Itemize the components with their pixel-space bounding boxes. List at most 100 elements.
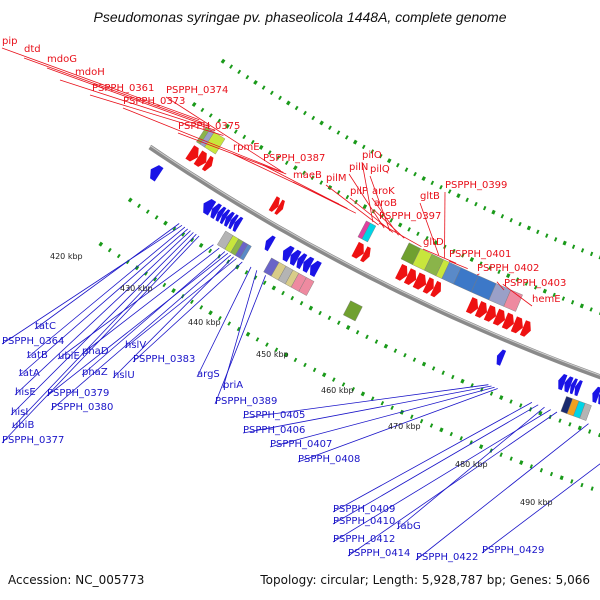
- tick-mark: [421, 361, 427, 367]
- leader-line: [23, 57, 205, 124]
- tick-mark: [439, 427, 444, 433]
- leader-line: [348, 173, 385, 229]
- genome-summary-text: Topology: circular; Length: 5,928,787 bp…: [260, 573, 590, 587]
- tick-mark: [397, 222, 403, 228]
- tick-layer: [98, 58, 600, 491]
- tick-mark: [542, 288, 547, 294]
- leader-line: [122, 107, 284, 173]
- tick-mark: [190, 237, 195, 243]
- leader-line: [18, 228, 188, 377]
- tick-mark: [570, 479, 574, 484]
- leader-line: [347, 411, 558, 557]
- tick-mark: [274, 347, 279, 352]
- tick-mark: [389, 218, 394, 223]
- tick-mark: [545, 233, 549, 238]
- scale-label: 430 kbp: [120, 284, 153, 293]
- leader-line: [46, 252, 229, 397]
- reverse-gene-arrow: [302, 256, 315, 273]
- tick-mark: [499, 452, 503, 457]
- forward-gene-label: PSPPH_0397: [379, 211, 441, 222]
- reverse-gene-label: PSPPH_0410: [333, 516, 395, 527]
- leader-line: [89, 94, 224, 136]
- tick-mark: [237, 69, 242, 75]
- forward-gene-arrow: [193, 150, 207, 167]
- feature-layer: [150, 126, 600, 421]
- reverse-gene-arrow: [210, 203, 222, 219]
- tick-mark: [539, 468, 544, 473]
- tick-mark: [509, 456, 513, 461]
- reverse-gene-block: [343, 300, 363, 322]
- map-title: Pseudomonas syringae pv. phaseolicola 14…: [93, 9, 507, 25]
- forward-gene-label: PSPPH_0361: [92, 83, 154, 94]
- tick-mark: [413, 171, 417, 177]
- leader-line: [262, 164, 348, 209]
- forward-gene-arrow: [492, 308, 505, 326]
- tick-mark: [312, 367, 317, 373]
- reverse-gene-arrow: [564, 376, 574, 393]
- forward-gene-block: [361, 222, 377, 243]
- forward-gene-arrow: [501, 312, 514, 330]
- tick-mark: [244, 270, 249, 275]
- tick-mark: [416, 231, 420, 237]
- tick-mark: [250, 139, 255, 145]
- leader-line: [373, 209, 405, 239]
- leader-line: [196, 266, 252, 378]
- tick-mark: [580, 482, 584, 488]
- tick-mark: [519, 460, 524, 465]
- reverse-gene-label: PSPPH_0405: [243, 410, 305, 421]
- tick-mark: [393, 348, 398, 353]
- reverse-gene-arrow: [282, 245, 295, 262]
- tick-mark: [341, 382, 346, 387]
- tick-mark: [328, 125, 332, 130]
- tick-mark: [290, 295, 295, 301]
- reverse-gene-block: [579, 403, 592, 421]
- tick-mark: [127, 197, 133, 203]
- tick-mark: [410, 414, 414, 419]
- reverse-gene-arrow: [290, 249, 302, 266]
- forward-gene-arrow: [474, 301, 487, 318]
- tick-mark: [549, 471, 554, 477]
- tick-mark: [421, 176, 426, 181]
- tick-mark: [198, 242, 204, 248]
- forward-gene-label: mdoH: [75, 67, 105, 78]
- reverse-gene-label: priA: [223, 380, 243, 391]
- leader-line: [292, 181, 357, 214]
- tick-mark: [590, 486, 594, 491]
- leader-line: [10, 232, 194, 416]
- reverse-gene-arrow: [150, 165, 164, 182]
- tick-mark: [245, 331, 251, 337]
- tick-mark: [144, 271, 148, 276]
- tick-mark: [218, 316, 222, 321]
- tick-mark: [163, 220, 168, 226]
- tick-mark: [536, 229, 540, 235]
- tick-mark: [242, 134, 247, 140]
- tick-mark: [98, 241, 104, 247]
- reverse-gene-arrow: [496, 349, 507, 366]
- tick-mark: [245, 74, 250, 80]
- reverse-gene-block: [298, 277, 315, 296]
- reverse-gene-label: fabG: [397, 521, 421, 532]
- tick-mark: [431, 366, 436, 371]
- reverse-gene-arrow: [215, 206, 227, 222]
- reverse-gene-label: hisE: [15, 387, 36, 398]
- tick-mark: [303, 110, 307, 116]
- genome-backbone: [148, 144, 600, 380]
- tick-mark: [283, 352, 289, 358]
- forward-gene-label: pilN: [349, 162, 368, 173]
- leader-line: [242, 384, 489, 419]
- tick-mark: [403, 352, 407, 358]
- tick-mark: [407, 227, 411, 232]
- reverse-gene-label: PSPPH_0389: [215, 396, 277, 407]
- tick-mark: [425, 235, 429, 241]
- tick-mark: [370, 149, 375, 154]
- tick-mark: [465, 197, 469, 203]
- leader-line: [419, 202, 440, 256]
- tick-mark: [474, 201, 478, 207]
- tick-mark: [533, 285, 538, 290]
- tick-mark: [276, 155, 281, 160]
- tick-mark: [441, 370, 445, 375]
- backbone-layer: [148, 144, 600, 380]
- tick-mark: [518, 221, 522, 227]
- leader-line: [444, 191, 446, 258]
